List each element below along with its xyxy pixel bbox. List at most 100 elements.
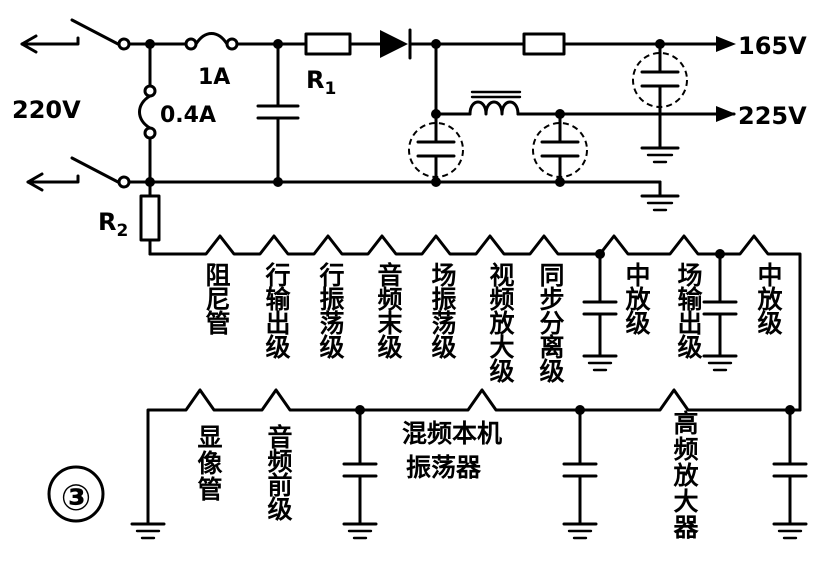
field-output-stage-label-char: 级 [677, 333, 702, 362]
line-oscillator-stage-label-char: 级 [319, 333, 344, 362]
damper-tube-label-char: 尼 [205, 285, 230, 314]
line-oscillator-stage-label-char: 荡 [319, 309, 344, 338]
resistor-r2-label: R2 [98, 208, 128, 241]
electrolytic-capacitor-b [532, 112, 588, 184]
sync-separator-stage-label-char: 步 [539, 285, 564, 314]
resistor-165v [522, 32, 566, 56]
sync-separator-stage-label-char: 离 [539, 333, 564, 362]
mains-input-bottom [26, 172, 80, 192]
resistor-r1 [304, 32, 352, 56]
field-oscillator-stage-label-char: 场 [431, 261, 456, 290]
fuse-1a [184, 32, 239, 51]
if-amplifier-stage-2-label-char: 级 [757, 309, 782, 338]
output-225v-arrow [716, 106, 736, 122]
sync-separator-stage-label-char: 分 [539, 309, 564, 338]
mixer-oscillator-label-line2: 振荡器 [406, 453, 482, 482]
line-oscillator-stage-label-char: 行 [318, 261, 344, 290]
rf-amplifier-label-char: 大 [673, 487, 698, 516]
ground-symbol [772, 522, 808, 540]
video-amplifier-stage-label-char: 放 [488, 309, 515, 338]
figure-number-text: ③ [61, 478, 91, 519]
audio-preamp-label-char: 频 [267, 447, 292, 476]
line-output-stage-label-char: 输 [265, 285, 291, 314]
resistor-r2 [139, 194, 161, 242]
bypass-capacitor-lower-2 [562, 408, 598, 526]
video-amplifier-stage-label-char: 视 [489, 261, 514, 290]
if-amplifier-stage-2-label-char: 放 [756, 285, 783, 314]
rf-amplifier-label-char: 放 [672, 461, 699, 490]
rf-amplifier-label-char: 频 [673, 435, 698, 464]
rectifier-diode [380, 28, 412, 60]
damper-tube-label-char: 阻 [205, 261, 230, 290]
bypass-capacitor-lower-1 [342, 408, 378, 526]
audio-preamp-label-char: 音 [267, 423, 292, 452]
rf-amplifier-label-char: 器 [672, 513, 699, 542]
video-amplifier-stage-label-char: 频 [489, 285, 514, 314]
ground-symbol [562, 522, 598, 540]
if-amplifier-stage-1-label: 中放级 [624, 261, 651, 338]
ground-symbol [640, 194, 680, 212]
audio-final-stage-label-char: 频 [377, 285, 402, 314]
power-switch-bottom [70, 156, 131, 189]
filter-capacitor-1 [256, 42, 300, 184]
resistor-r1-label: R1 [306, 66, 336, 99]
fuse-1a-label: 1A [198, 65, 230, 90]
audio-final-stage-label-char: 级 [377, 333, 402, 362]
mains-voltage-label: 220V [12, 96, 81, 124]
damper-tube-label: 阻尼管 [205, 261, 230, 338]
audio-final-stage-label-char: 音 [377, 261, 402, 290]
field-output-stage-label-char: 出 [677, 309, 702, 338]
picture-tube-label-char: 显 [197, 423, 222, 452]
upper-heater-chain [148, 234, 802, 412]
output-165v-arrow [716, 36, 736, 52]
bypass-capacitor-upper-2 [702, 252, 738, 372]
fuse-0-4a [138, 42, 157, 184]
if-amplifier-stage-2-label-char: 中 [757, 261, 782, 290]
audio-preamp-label-char: 级 [267, 495, 292, 524]
ground-symbol [342, 522, 378, 540]
if-amplifier-stage-1-label-char: 中 [625, 261, 650, 290]
line-output-stage-label-char: 出 [265, 309, 290, 338]
output-225v-label: 225V [738, 102, 807, 130]
picture-tube-label: 显像管 [197, 423, 222, 504]
figure-number: ③ [47, 465, 105, 523]
field-oscillator-stage-label-char: 级 [431, 333, 456, 362]
ground-symbol [130, 522, 166, 540]
damper-tube-label-char: 管 [205, 309, 230, 338]
video-amplifier-stage-label-char: 级 [489, 357, 514, 386]
sync-separator-stage-label-char: 级 [539, 357, 564, 386]
field-output-stage-label-char: 场 [677, 261, 702, 290]
picture-tube-label-char: 像 [197, 449, 222, 478]
field-output-stage-label-char: 输 [677, 285, 703, 314]
electrolytic-capacitor-c [632, 42, 688, 164]
video-amplifier-stage-label-char: 大 [489, 333, 514, 362]
fuse-0-4a-label: 0.4A [160, 103, 216, 128]
field-oscillator-stage-label-char: 振 [431, 285, 456, 314]
line-output-stage-label-char: 行 [264, 261, 290, 290]
sync-separator-stage-label-char: 同 [539, 261, 564, 290]
bypass-capacitor-upper-1 [582, 252, 618, 372]
line-oscillator-stage-label-char: 振 [319, 285, 344, 314]
if-amplifier-stage-1-label-char: 级 [625, 309, 650, 338]
mains-input-top [20, 34, 80, 54]
picture-tube-label-char: 管 [197, 475, 222, 504]
output-165v-label: 165V [738, 32, 807, 60]
choke-inductor [468, 90, 522, 116]
power-switch-top [70, 18, 131, 51]
if-amplifier-stage-1-label-char: 放 [624, 285, 651, 314]
audio-preamp-label-char: 前 [267, 471, 292, 500]
electrolytic-capacitor-a [408, 122, 464, 184]
if-amplifier-stage-2-label: 中放级 [756, 261, 783, 338]
